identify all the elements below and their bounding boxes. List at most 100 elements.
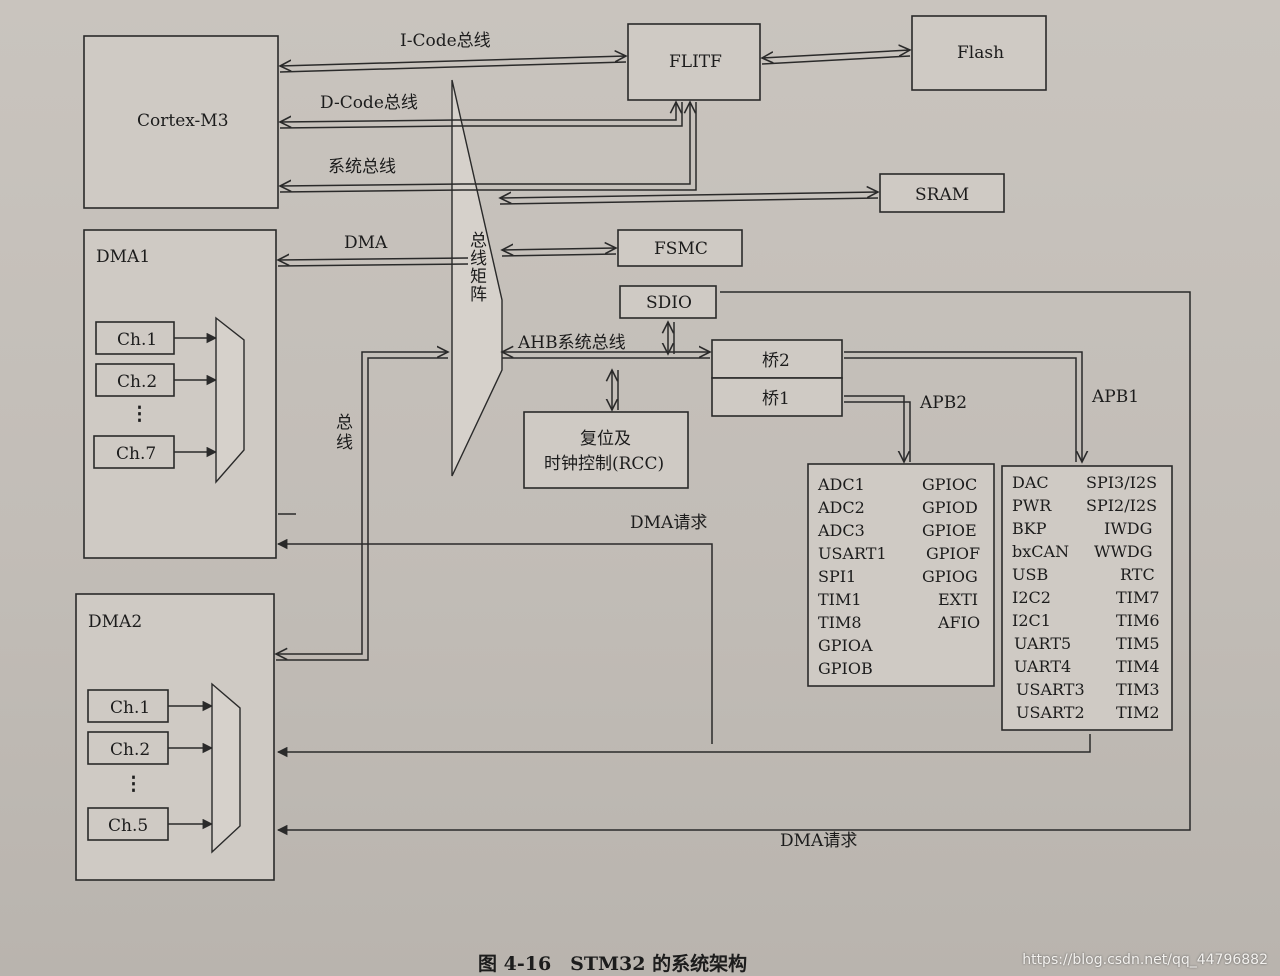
matrix-to-flitf-dcode [456, 102, 676, 121]
apb1-peripheral: BKP [1012, 519, 1047, 538]
dma2-channel-ellipsis: ⋮ [124, 773, 143, 795]
dma2-channel-5 [87, 807, 169, 841]
apb1-peripheral: bxCAN [1012, 542, 1069, 561]
dma2-label: DMA2 [88, 612, 142, 632]
apb1-peripheral: WWDG [1094, 542, 1153, 561]
apb2-peripheral: GPIOB [818, 659, 873, 678]
dma1-channel-2-label: Ch.2 [117, 372, 157, 392]
dma1-channel-1 [95, 321, 175, 355]
dma1-arbiter [215, 316, 245, 484]
fsmc-block [617, 229, 743, 267]
fsmc-label: FSMC [654, 239, 708, 259]
apb1-peripheral: USB [1012, 565, 1048, 584]
flash-block [911, 15, 1047, 91]
apb2-peripheral: AFIO [937, 613, 980, 632]
dma2-request-label: DMA请求 [780, 831, 857, 851]
apb1-peripheral: I2C2 [1012, 588, 1051, 607]
apb1-peripheral: DAC [1012, 473, 1049, 492]
dma-bus [278, 258, 469, 260]
apb2-peripheral: ADC2 [817, 498, 865, 517]
bus-matrix [451, 79, 503, 477]
dma1-request-label: DMA请求 [630, 513, 707, 533]
dma2-to-matrix-bus [276, 352, 448, 654]
dma-bus-2 [277, 263, 469, 267]
matrix-to-flitf-system [462, 102, 690, 185]
matrix-to-fsmc-2 [501, 253, 617, 257]
dma2-channel-5-label: Ch.5 [108, 816, 148, 836]
dma1-channel-1-label: Ch.1 [117, 330, 157, 350]
apb1-peripheral: UART5 [1014, 634, 1071, 653]
matrix-to-fsmc [502, 248, 616, 250]
dma1-request-line [276, 538, 713, 744]
apb1-peripheral: UART4 [1014, 657, 1071, 676]
dma1-channel-7 [93, 435, 175, 469]
flitf-to-flash [762, 50, 910, 58]
icode-bus-label: I-Code总线 [400, 31, 491, 51]
sram-label: SRAM [915, 185, 969, 205]
cortex-m3-label: Cortex-M3 [137, 111, 229, 131]
apb2-peripheral: ADC1 [817, 475, 865, 494]
matrix-to-sram-2 [499, 197, 879, 205]
apb2-peripheral: GPIOC [922, 475, 977, 494]
apb1-right-list: SPI3/I2S SPI2/I2S IWDG WWDG RTC TIM7 TIM… [1086, 473, 1160, 722]
flitf-block [627, 23, 761, 101]
apb1-peripheral: TIM4 [1116, 657, 1160, 676]
bus-matrix-char-2: 线 [470, 249, 487, 269]
bus-matrix-char-3: 矩 [470, 267, 487, 287]
apb1-peripheral: TIM3 [1116, 680, 1160, 699]
matrix-to-flitf-dcode-2 [456, 102, 683, 127]
dma1-channel-2 [95, 363, 175, 397]
dma1-channel-ellipsis: ⋮ [130, 403, 149, 425]
apb2-peripheral: EXTI [938, 590, 978, 609]
dma2-request-line [276, 746, 1091, 758]
icode-bus-2 [279, 61, 627, 73]
apb1-peripheral: RTC [1120, 565, 1155, 584]
apb1-peripheral: SPI2/I2S [1086, 496, 1157, 515]
dcode-bus [280, 120, 457, 122]
vertical-bus-char-1: 总 [336, 413, 353, 433]
apb2-peripheral-block [807, 463, 995, 687]
flash-label: Flash [957, 43, 1004, 63]
apb2-peripheral: GPIOG [922, 567, 978, 586]
rcc-label-line1: 复位及 [580, 429, 631, 449]
dma2-channel-1-label: Ch.1 [110, 698, 150, 718]
matrix-to-flitf-system-2 [462, 102, 697, 191]
apb2-peripheral: ADC3 [817, 521, 865, 540]
flitf-label: FLITF [669, 52, 722, 72]
apb1-left-list: DAC PWR BKP bxCAN USB I2C2 I2C1 UART5 UA… [1012, 473, 1085, 722]
apb2-peripheral: SPI1 [818, 567, 856, 586]
flitf-to-flash-2 [761, 55, 911, 65]
bus-matrix-char-4: 阵 [470, 285, 487, 305]
apb2-peripheral: TIM1 [818, 590, 862, 609]
vertical-bus-char-2: 线 [336, 433, 353, 453]
system-bus-2 [279, 189, 463, 193]
dma-request-return [276, 291, 1191, 836]
dma2-to-matrix-bus-2 [276, 357, 448, 661]
dma-bus-label: DMA [344, 233, 388, 253]
apb2-peripheral: TIM8 [818, 613, 862, 632]
icode-bus [280, 56, 626, 66]
apb1-peripheral: TIM5 [1116, 634, 1160, 653]
apb1-peripheral-block [1001, 465, 1173, 731]
rcc-block [523, 411, 689, 489]
apb1-peripheral: TIM6 [1116, 611, 1160, 630]
apb2-peripheral: GPIOF [926, 544, 980, 563]
apb1-peripheral: SPI3/I2S [1086, 473, 1157, 492]
apb1-bus-2 [844, 357, 1077, 462]
apb2-left-list: ADC1 ADC2 ADC3 USART1 SPI1 TIM1 TIM8 GPI… [817, 475, 887, 678]
apb2-right-list: GPIOC GPIOD GPIOE GPIOF GPIOG EXTI AFIO [922, 475, 980, 632]
dma1-channel-7-label: Ch.7 [116, 444, 156, 464]
apb1-peripheral: TIM2 [1116, 703, 1160, 722]
apb1-peripheral: USART2 [1016, 703, 1085, 722]
bridge2-label: 桥2 [762, 351, 790, 371]
dcode-bus-label: D-Code总线 [320, 93, 418, 113]
bridge1-block [711, 377, 843, 417]
apb2-peripheral: GPIOA [818, 636, 873, 655]
rcc-label-line2: 时钟控制(RCC) [544, 454, 664, 474]
watermark: https://blog.csdn.net/qq_44796882 [1022, 952, 1268, 968]
apb2-bus-2 [844, 401, 911, 462]
dma1-label: DMA1 [96, 247, 150, 267]
dma2-channel-2-label: Ch.2 [110, 740, 150, 760]
apb1-bus-label: APB1 [1091, 387, 1139, 407]
